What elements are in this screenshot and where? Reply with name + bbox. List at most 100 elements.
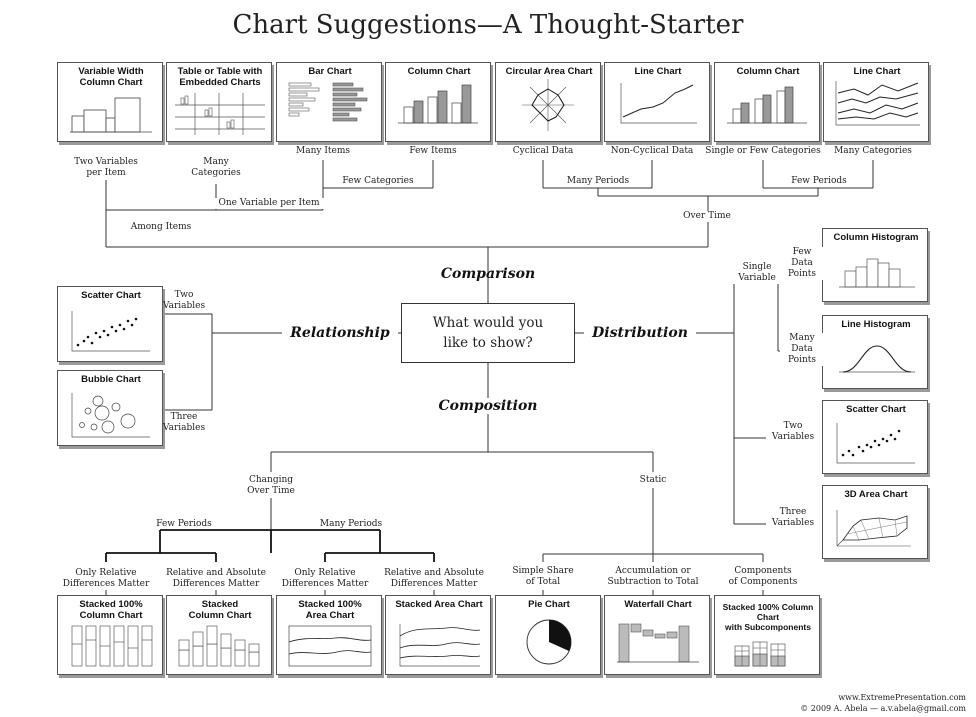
card-column-histogram: Column Histogram bbox=[822, 228, 928, 302]
label-over-time: Over Time bbox=[672, 211, 742, 222]
label-cyclical-data: Cyclical Data bbox=[512, 146, 574, 156]
card-title: Column Chart bbox=[407, 66, 471, 77]
category-composition: Composition bbox=[428, 398, 548, 414]
stacked-100-subcomponents-icon bbox=[734, 641, 786, 667]
card-3d-area-chart: 3D Area Chart bbox=[822, 485, 928, 559]
label-relative-absolute-1: Relative and Absolute Differences Matter bbox=[160, 568, 272, 590]
label-few-items: Few Items bbox=[409, 146, 457, 156]
label-many-periods-top: Many Periods bbox=[558, 176, 638, 187]
card-title: Stacked 100% Column Chart bbox=[79, 599, 143, 621]
bubble-chart-icon bbox=[71, 393, 150, 438]
stacked-column-icon bbox=[178, 625, 260, 667]
label-few-categories: Few Categories bbox=[333, 176, 423, 187]
label-many-categories-line: Many Categories bbox=[834, 146, 912, 156]
column-histogram-icon bbox=[839, 258, 915, 288]
label-one-variable-per-item: One Variable per Item bbox=[214, 198, 324, 209]
label-few-periods-composition: Few Periods bbox=[156, 519, 212, 529]
card-title: Stacked 100% Column Chart with Subcompon… bbox=[722, 602, 814, 632]
diagram-title: Chart Suggestions—A Thought-Starter bbox=[232, 10, 744, 40]
credit-text: www.ExtremePresentation.com © 2009 A. Ab… bbox=[800, 693, 966, 713]
label-two-variables-relationship: Two Variables bbox=[162, 290, 206, 311]
card-line-chart-noncyclical: Line Chart bbox=[604, 62, 710, 142]
card-title: Stacked Area Chart bbox=[395, 599, 483, 610]
label-three-variables-relationship: Three Variables bbox=[162, 412, 206, 433]
label-relative-absolute-2: Relative and Absolute Differences Matter bbox=[378, 568, 490, 590]
card-title: Scatter Chart bbox=[81, 290, 141, 301]
card-scatter-chart-relationship: Scatter Chart bbox=[57, 286, 163, 362]
card-title: Waterfall Chart bbox=[624, 599, 692, 610]
card-pie-chart: Pie Chart bbox=[495, 595, 601, 675]
card-title: Circular Area Chart bbox=[505, 66, 593, 77]
card-stacked-100-column-chart: Stacked 100% Column Chart bbox=[57, 595, 163, 675]
card-title: Bar Chart bbox=[308, 66, 352, 77]
card-table-embedded-charts: Table or Table with Embedded Charts bbox=[166, 62, 272, 142]
card-title: Scatter Chart bbox=[846, 404, 906, 415]
center-question-box: What would you like to show? bbox=[401, 303, 575, 363]
pie-chart-icon bbox=[526, 619, 572, 665]
label-many-categories-table: Many Categories bbox=[176, 157, 256, 179]
card-variable-width-column-chart: Variable Width Column Chart bbox=[57, 62, 163, 142]
line-chart-icon bbox=[620, 83, 697, 124]
category-comparison: Comparison bbox=[440, 266, 536, 282]
card-waterfall-chart: Waterfall Chart bbox=[604, 595, 710, 675]
card-title: Stacked 100% Area Chart bbox=[298, 599, 362, 621]
card-title: Line Chart bbox=[634, 66, 682, 77]
card-line-histogram: Line Histogram bbox=[822, 315, 928, 389]
label-only-relative-1: Only Relative Differences Matter bbox=[52, 568, 160, 590]
label-three-variables-distribution: Three Variables bbox=[766, 507, 820, 529]
label-few-periods-top: Few Periods bbox=[779, 176, 859, 187]
card-title: Column Histogram bbox=[833, 232, 919, 243]
card-stacked-column-chart: Stacked Column Chart bbox=[166, 595, 272, 675]
label-single-variable: Single Variable bbox=[732, 262, 782, 284]
card-title: Line Chart bbox=[853, 66, 901, 77]
card-title: Pie Chart bbox=[528, 599, 570, 610]
card-column-chart-periods: Column Chart bbox=[714, 62, 820, 142]
card-bubble-chart: Bubble Chart bbox=[57, 370, 163, 446]
label-many-items: Many Items bbox=[296, 146, 350, 156]
stacked-area-icon bbox=[399, 624, 481, 667]
card-circular-area-chart: Circular Area Chart bbox=[495, 62, 601, 142]
column-chart-icon bbox=[398, 84, 478, 124]
label-two-variables-distribution: Two Variables bbox=[766, 421, 820, 443]
label-many-data-points: Many Data Points bbox=[780, 333, 824, 366]
card-title: Table or Table with Embedded Charts bbox=[177, 66, 263, 88]
card-title: Variable Width Column Chart bbox=[78, 66, 144, 88]
label-noncyclical-data: Non-Cyclical Data bbox=[610, 146, 694, 156]
label-changing-over-time: Changing Over Time bbox=[231, 475, 311, 497]
multi-line-chart-icon bbox=[835, 81, 920, 126]
label-single-few-categories: Single or Few Categories bbox=[705, 146, 821, 156]
label-among-items: Among Items bbox=[121, 222, 201, 233]
line-histogram-icon bbox=[839, 345, 915, 373]
card-column-chart-few-items: Column Chart bbox=[385, 62, 491, 142]
column-chart-icon bbox=[727, 86, 807, 124]
card-title: Bubble Chart bbox=[81, 374, 141, 385]
card-stacked-area-chart: Stacked Area Chart bbox=[385, 595, 491, 675]
card-stacked-100-column-subcomponents: Stacked 100% Column Chart with Subcompon… bbox=[714, 595, 820, 675]
3d-area-chart-icon bbox=[836, 510, 911, 547]
card-title: Stacked Column Chart bbox=[188, 599, 252, 621]
label-two-variables-per-item: Two Variables per Item bbox=[56, 157, 156, 179]
card-title: Column Chart bbox=[736, 66, 800, 77]
label-accumulation: Accumulation or Subtraction to Total bbox=[598, 566, 708, 588]
waterfall-chart-icon bbox=[617, 623, 699, 663]
stacked-100-area-icon bbox=[288, 625, 372, 667]
label-static: Static bbox=[623, 475, 683, 486]
card-bar-chart: Bar Chart bbox=[276, 62, 382, 142]
card-title: 3D Area Chart bbox=[844, 489, 908, 500]
stacked-100-column-icon bbox=[71, 625, 153, 667]
category-distribution: Distribution bbox=[584, 325, 696, 341]
scatter-chart-icon bbox=[836, 423, 915, 464]
card-title: Line Histogram bbox=[841, 319, 911, 330]
label-many-periods-composition: Many Periods bbox=[319, 519, 383, 529]
table-embedded-charts-icon bbox=[175, 93, 265, 135]
bar-chart-icon bbox=[288, 82, 368, 122]
label-only-relative-2: Only Relative Differences Matter bbox=[272, 568, 378, 590]
card-scatter-chart-distribution: Scatter Chart bbox=[822, 400, 928, 474]
category-relationship: Relationship bbox=[282, 325, 398, 341]
label-few-data-points: Few Data Points bbox=[780, 247, 824, 280]
variable-width-column-icon bbox=[70, 97, 152, 133]
circular-area-chart-icon bbox=[522, 79, 574, 131]
label-simple-share: Simple Share of Total bbox=[498, 566, 588, 588]
card-stacked-100-area-chart: Stacked 100% Area Chart bbox=[276, 595, 382, 675]
